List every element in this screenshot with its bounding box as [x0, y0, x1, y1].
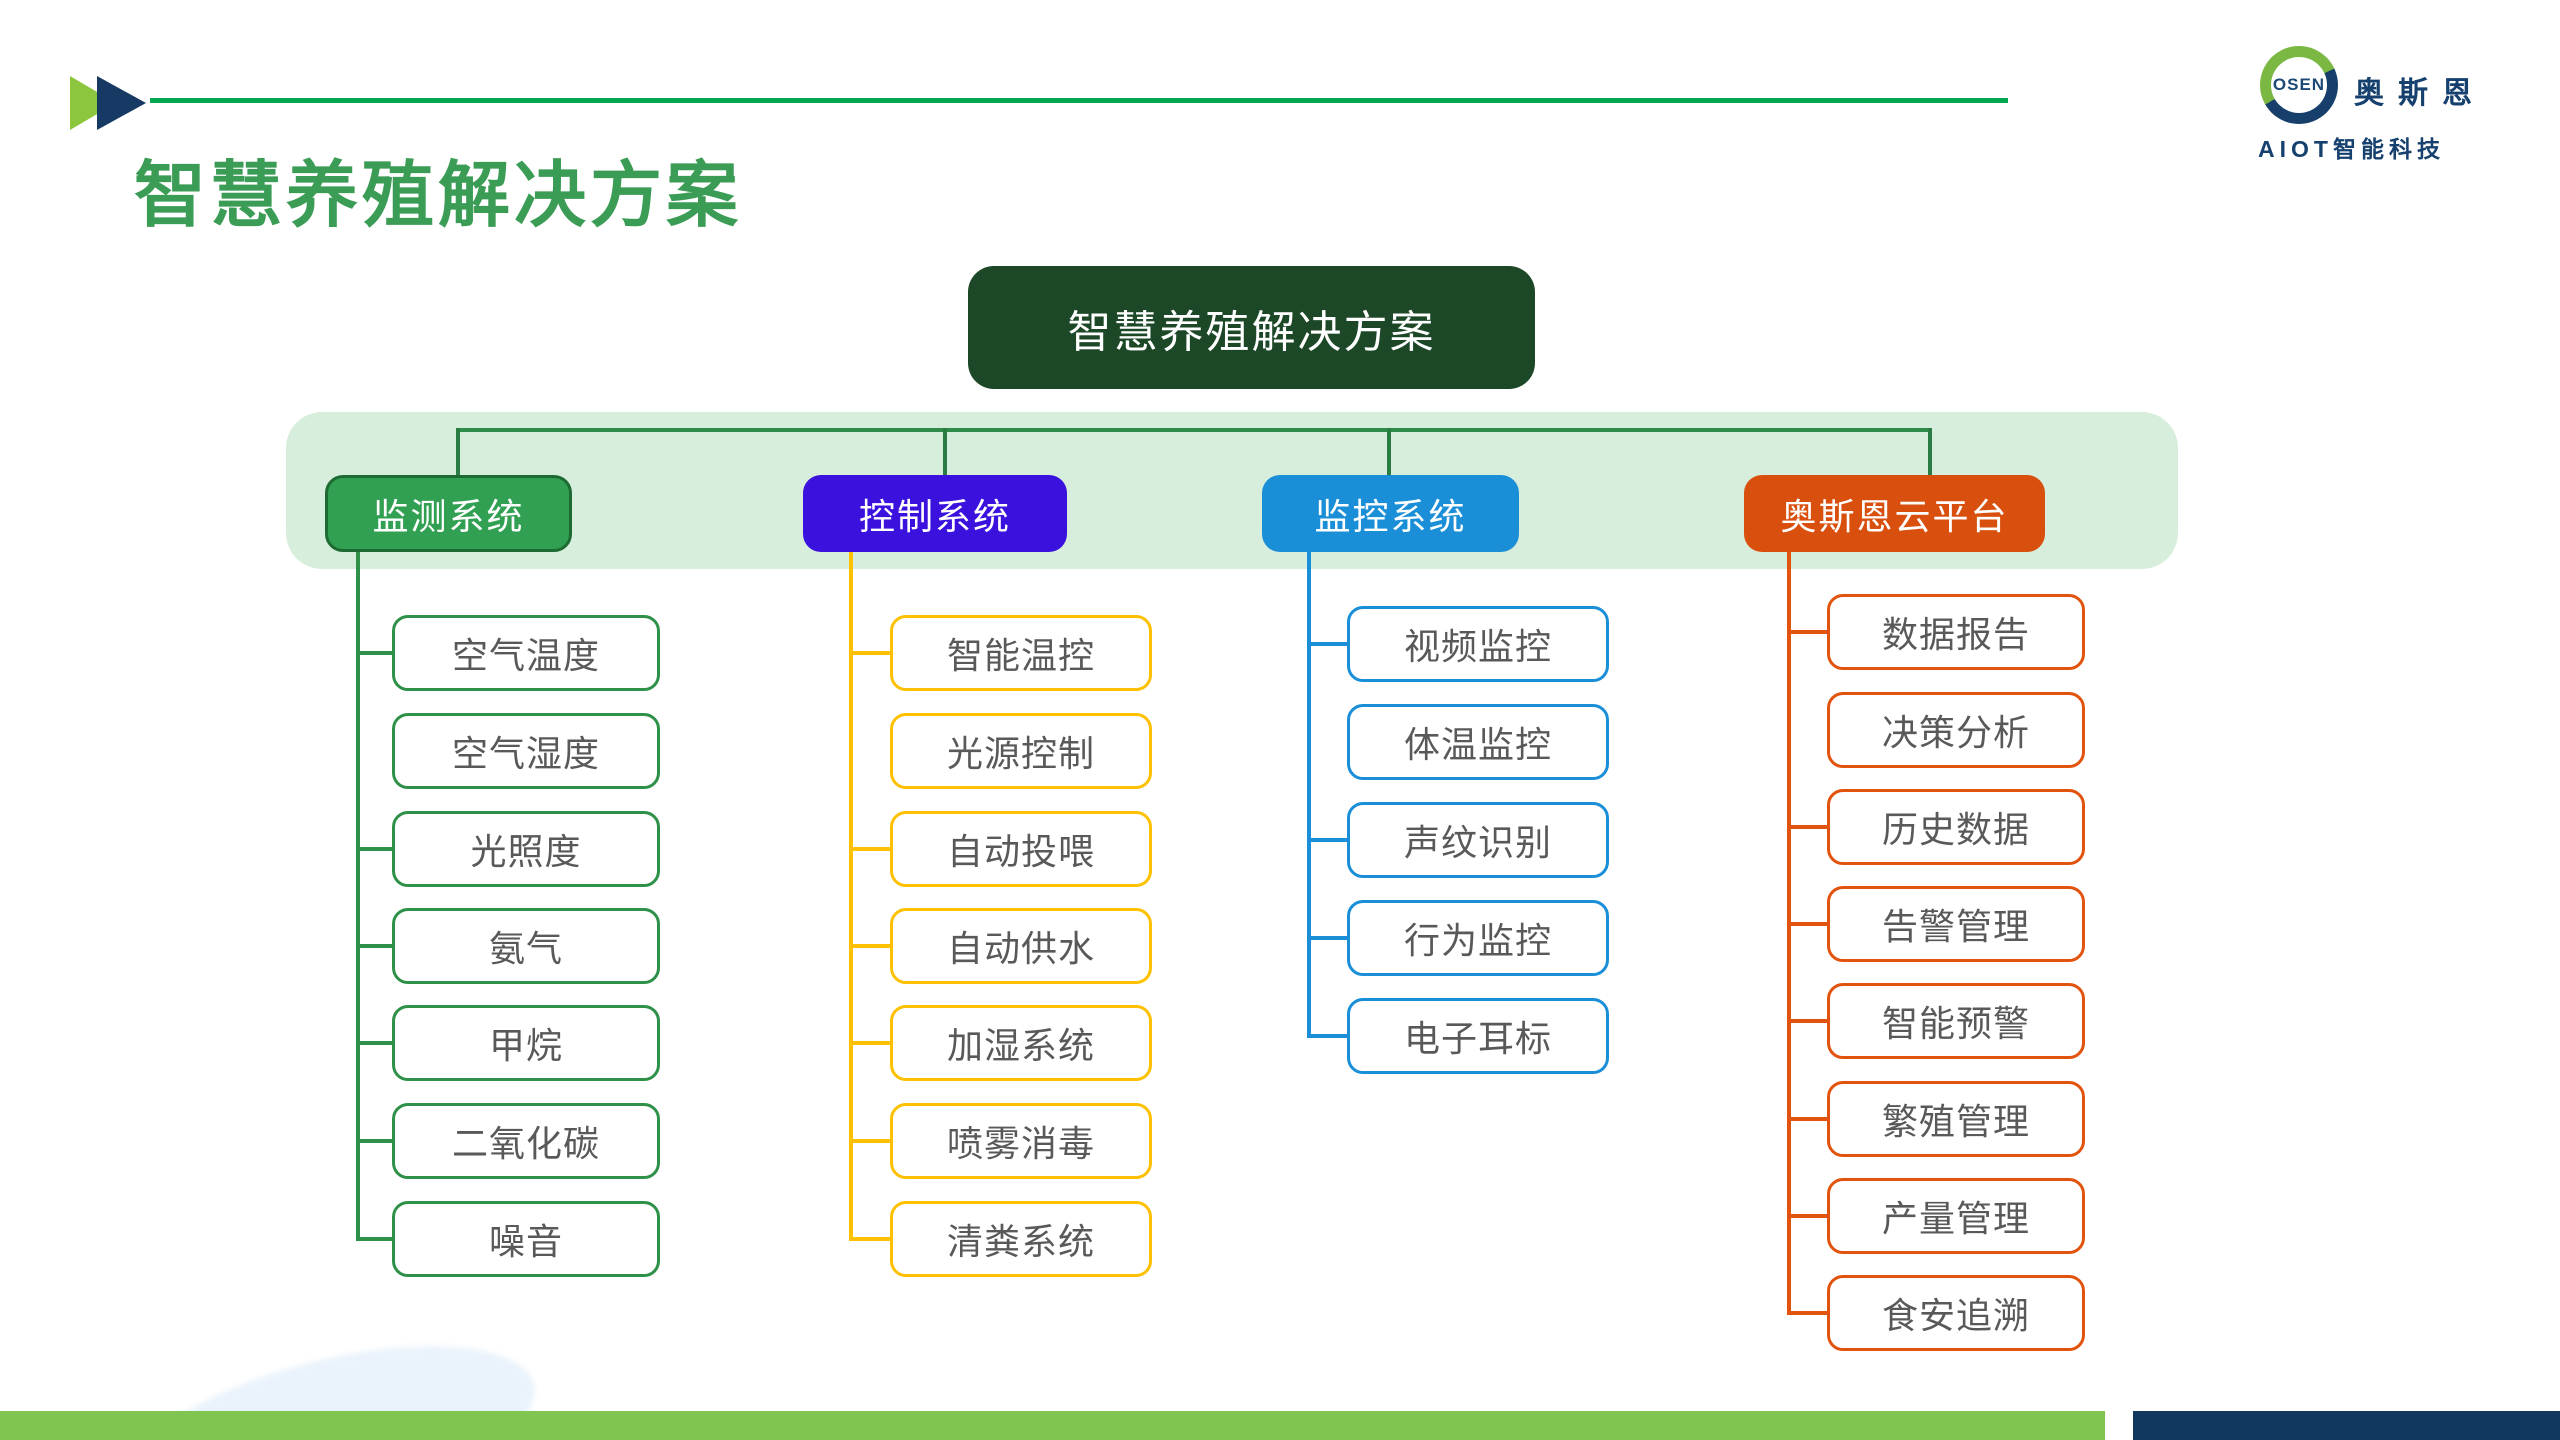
category-node-monitoring: 监测系统 — [325, 475, 572, 552]
branch-trunk-surveillance — [1307, 552, 1311, 1038]
leaf-node: 光源控制 — [890, 713, 1152, 789]
branch-stub — [1307, 1034, 1349, 1038]
branch-stub — [1307, 838, 1349, 842]
footer-bar-navy — [2133, 1411, 2560, 1440]
leaf-node: 噪音 — [392, 1201, 660, 1277]
leaf-node: 繁殖管理 — [1827, 1081, 2085, 1157]
branch-stub — [1307, 642, 1349, 646]
branch-stub — [1787, 1019, 1829, 1023]
branch-stub — [1787, 1117, 1829, 1121]
branch-stub — [356, 651, 394, 655]
leaf-node: 行为监控 — [1347, 900, 1609, 976]
leaf-node: 智能预警 — [1827, 983, 2085, 1059]
branch-stub — [356, 847, 394, 851]
connector-drop-surveillance — [1387, 428, 1391, 475]
leaf-node: 产量管理 — [1827, 1178, 2085, 1254]
category-node-cloud: 奥斯恩云平台 — [1744, 475, 2045, 552]
logo-osen-text: OSEN — [2271, 57, 2327, 113]
branch-stub — [356, 944, 394, 948]
branch-stub — [356, 1139, 394, 1143]
page-title: 智慧养殖解决方案 — [134, 156, 743, 236]
leaf-node: 智能温控 — [890, 615, 1152, 691]
leaf-node: 决策分析 — [1827, 692, 2085, 768]
connector-drop-cloud — [1928, 428, 1932, 475]
branch-stub — [356, 1237, 394, 1241]
branch-stub — [1787, 1214, 1829, 1218]
leaf-node: 二氧化碳 — [392, 1103, 660, 1179]
leaf-node: 自动投喂 — [890, 811, 1152, 887]
category-node-control: 控制系统 — [803, 475, 1067, 552]
branch-stub — [1787, 922, 1829, 926]
connector-drop-control — [943, 428, 947, 475]
branch-stub — [849, 651, 892, 655]
leaf-node: 自动供水 — [890, 908, 1152, 984]
leaf-node: 数据报告 — [1827, 594, 2085, 670]
header-rule — [150, 98, 2008, 103]
category-node-surveillance: 监控系统 — [1262, 475, 1519, 552]
footer-bar-green — [0, 1411, 2105, 1440]
leaf-node: 光照度 — [392, 811, 660, 887]
leaf-node: 食安追溯 — [1827, 1275, 2085, 1351]
root-node: 智慧养殖解决方案 — [968, 266, 1535, 389]
branch-stub — [849, 847, 892, 851]
leaf-node: 空气温度 — [392, 615, 660, 691]
connector-horizontal — [458, 428, 1932, 432]
branch-stub — [849, 1237, 892, 1241]
leaf-node: 体温监控 — [1347, 704, 1609, 780]
branch-stub — [849, 1139, 892, 1143]
leaf-node: 电子耳标 — [1347, 998, 1609, 1074]
branch-trunk-cloud — [1787, 552, 1791, 1315]
branch-stub — [1787, 630, 1829, 634]
leaf-node: 告警管理 — [1827, 886, 2085, 962]
connector-drop-monitoring — [456, 428, 460, 475]
logo-tagline: AIOT智能科技 — [2258, 136, 2445, 162]
leaf-node: 加湿系统 — [890, 1005, 1152, 1081]
leaf-node: 声纹识别 — [1347, 802, 1609, 878]
logo-brand-name: 奥斯恩 — [2354, 77, 2486, 110]
branch-trunk-control — [849, 552, 853, 1241]
header-arrow-icon — [97, 76, 146, 130]
company-logo-icon: OSEN — [2260, 46, 2338, 124]
leaf-node: 空气湿度 — [392, 713, 660, 789]
branch-stub — [356, 1041, 394, 1045]
leaf-node: 历史数据 — [1827, 789, 2085, 865]
branch-stub — [1307, 936, 1349, 940]
branch-stub — [849, 944, 892, 948]
branch-stub — [1787, 1311, 1829, 1315]
leaf-node: 清粪系统 — [890, 1201, 1152, 1277]
branch-stub — [1787, 825, 1829, 829]
leaf-node: 氨气 — [392, 908, 660, 984]
branch-stub — [849, 1041, 892, 1045]
leaf-node: 喷雾消毒 — [890, 1103, 1152, 1179]
leaf-node: 视频监控 — [1347, 606, 1609, 682]
branch-trunk-monitoring — [356, 552, 360, 1241]
leaf-node: 甲烷 — [392, 1005, 660, 1081]
